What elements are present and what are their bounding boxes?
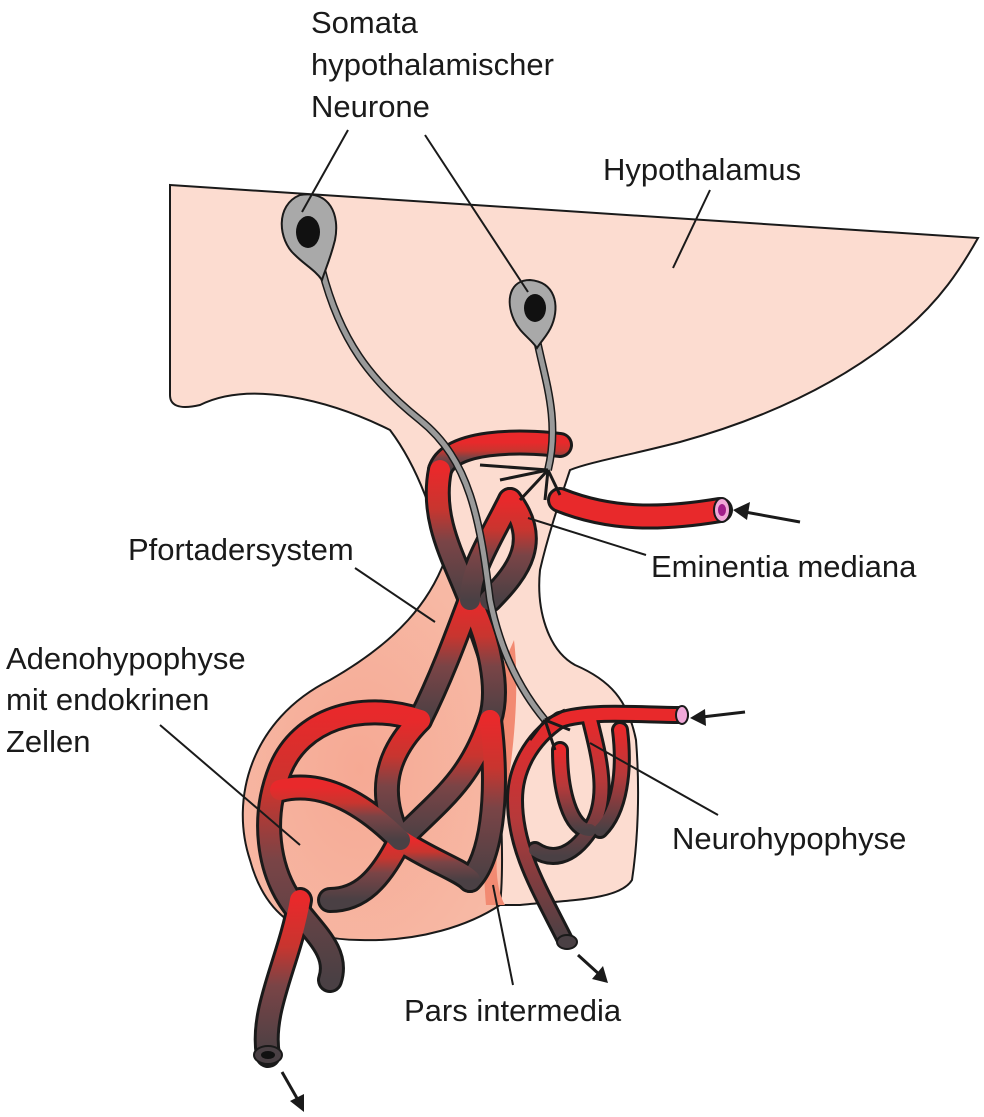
flow-arrows [280, 502, 801, 1112]
hypothalamus-tissue [169, 183, 980, 906]
label-somata-line2: hypothalamischer [311, 47, 554, 82]
label-adenohypophyse-line3: Zellen [6, 724, 90, 759]
label-hypothalamus: Hypothalamus [603, 152, 801, 187]
portal-vessel-system [253, 429, 733, 1068]
neuron-nucleus-right [524, 294, 546, 322]
label-neurohypophyse: Neurohypophyse [672, 821, 906, 856]
axon-terminals-upper [479, 463, 562, 502]
artery-opening-lower [675, 705, 689, 725]
label-adenohypophyse-line2: mit endokrinen [6, 682, 209, 717]
vein-opening-lower-right [556, 934, 578, 950]
artery-lumen-upper [718, 504, 726, 516]
vein-lumen-lower-left [261, 1051, 275, 1059]
neuron-nucleus-left [296, 216, 320, 248]
label-pfortadersystem: Pfortadersystem [128, 532, 354, 567]
label-eminentia-mediana: Eminentia mediana [651, 549, 917, 584]
label-somata-line1: Somata [311, 5, 419, 40]
neurohypophysis-vessels [506, 704, 689, 949]
leader-lines [159, 129, 719, 986]
label-pars-intermedia: Pars intermedia [404, 993, 622, 1028]
label-adenohypophyse-line1: Adenohypophyse [6, 641, 246, 676]
axon-terminals-lower [528, 708, 571, 751]
label-somata-line3: Neurone [311, 89, 430, 124]
neurons [280, 193, 571, 751]
